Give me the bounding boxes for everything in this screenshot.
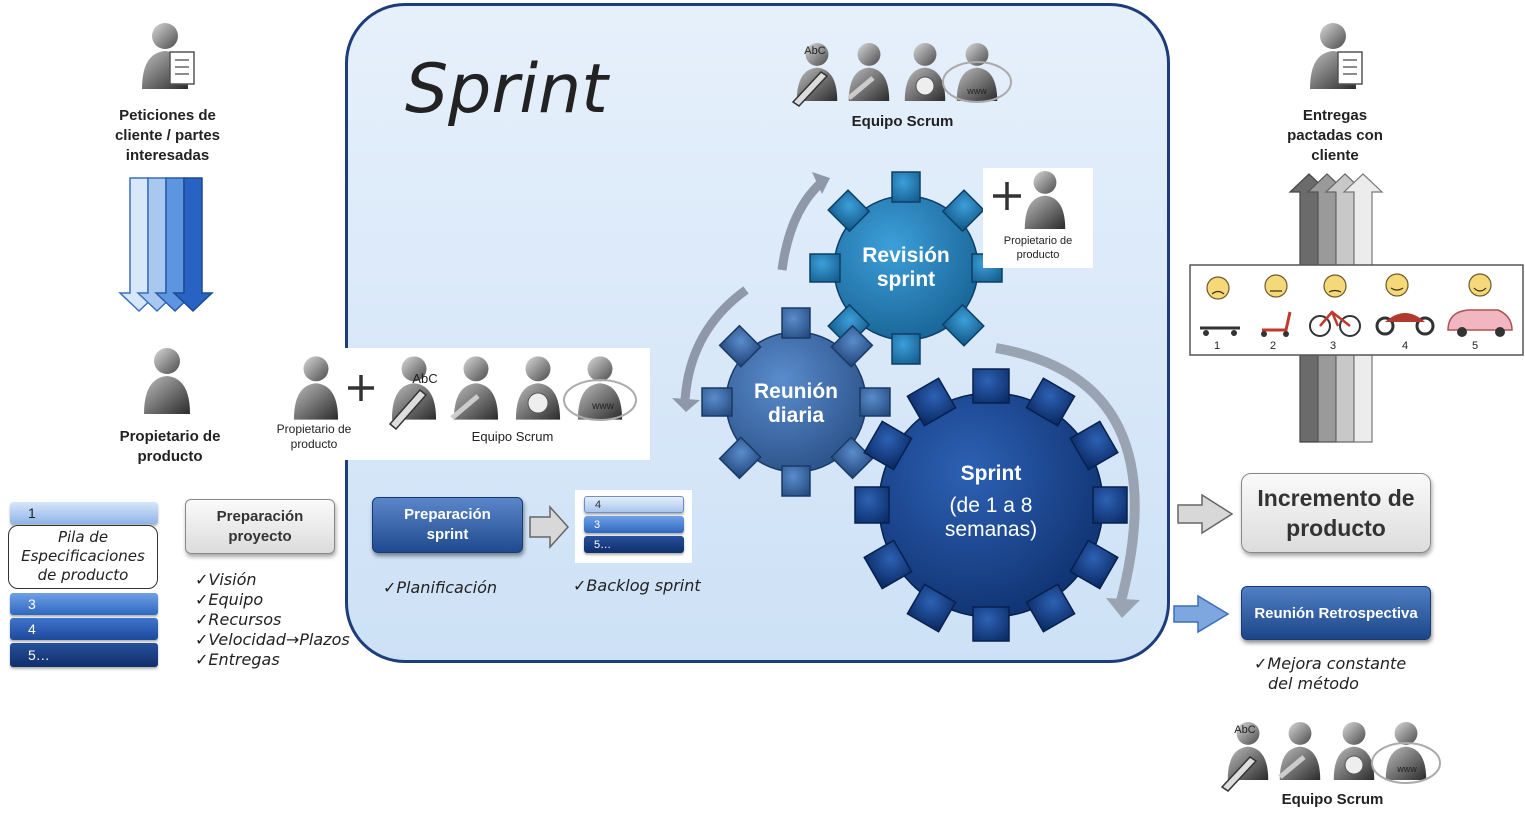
sprint-backlog-item-5: 5…: [584, 536, 684, 553]
owner-mid-icon: [293, 356, 339, 420]
check-icon: [527, 392, 549, 414]
face-features-icon: [1211, 287, 1487, 295]
retrospective-box: Reunión Retrospectiva: [1241, 586, 1431, 640]
project-checklist: ✓Visión ✓Equipo ✓Recursos ✓Velocidad→Pla…: [195, 570, 350, 669]
arrow-to-retrospective-icon: [1173, 594, 1230, 634]
check-mark-icon: ✓: [195, 630, 209, 649]
curved-arrow-left-icon: [680, 286, 749, 401]
backlog-item-4: 4: [10, 618, 158, 640]
curved-arrow-top-icon: [777, 178, 826, 271]
backlog-item-5: 5…: [10, 643, 158, 667]
requests-down-arrows-icon: [118, 177, 214, 313]
check-mark-icon: ✓: [195, 650, 209, 669]
team-top-label: Equipo Scrum: [851, 113, 954, 130]
backlog-item-1: 1: [10, 502, 158, 524]
evolution-label-2: 2: [1270, 340, 1277, 352]
check-mark-icon: ✓: [195, 610, 209, 629]
check-mark-icon: ✓: [383, 578, 397, 597]
review-owner-icons: [993, 170, 1066, 230]
planning-check: ✓Planificación: [383, 578, 497, 597]
pencil-icon: [388, 388, 428, 431]
www-label-bottom: www: [1397, 764, 1417, 774]
sprint-backlog-item-3: 3: [584, 516, 684, 533]
vehicles-icon: [1200, 309, 1513, 337]
check-mark-icon: ✓: [195, 590, 209, 609]
check-mark-icon: ✓: [1254, 654, 1268, 673]
www-label-mid: www: [592, 401, 614, 412]
team-top-icons: [791, 42, 1012, 107]
arrow-to-increment-icon: [1177, 493, 1234, 535]
retrospective-check: ✓Mejora constante del método: [1254, 654, 1407, 693]
evolution-label-3: 3: [1330, 340, 1337, 352]
team-mid-icons: [293, 356, 637, 431]
client-person-icon: [142, 23, 195, 89]
wrench-icon: [450, 394, 480, 420]
web-orbit-icon: [563, 379, 637, 421]
sprint-title: Sprint: [405, 50, 608, 129]
plus-icon: [348, 375, 374, 401]
sprint-backlog-check: ✓Backlog sprint: [573, 576, 701, 595]
www-label-top: www: [967, 86, 987, 96]
product-backlog-label: Pila de Especificaciones de producto: [8, 525, 158, 589]
check-mark-icon: ✓: [195, 570, 209, 589]
curved-arrow-right-icon: [995, 343, 1140, 607]
evolution-label-5: 5: [1472, 340, 1479, 352]
evolution-label-4: 4: [1402, 340, 1409, 352]
arrow-right-icon: →: [285, 630, 300, 649]
team-writer-icon: [391, 356, 437, 420]
team-mid-label: Equipo Scrum: [471, 429, 554, 444]
product-owner-icon: [144, 348, 190, 414]
abc-label-mid: AbC: [412, 371, 438, 386]
team-bottom-label: Equipo Scrum: [1281, 791, 1384, 808]
backlog-item-3: 3: [10, 593, 158, 615]
gear-sprint-label: Sprint (de 1 a 8 semanas): [944, 462, 1038, 541]
gear-sprint-icon: [804, 318, 1178, 692]
check-mark-icon: ✓: [573, 576, 587, 595]
team-bottom-icons: [1220, 721, 1441, 792]
evolution-number-row: 1 2 3 4 5: [1190, 339, 1523, 353]
abc-label-bottom: AbC: [1234, 724, 1256, 736]
abc-label-top: AbC: [804, 45, 826, 57]
gear-revision-icon: [769, 131, 1043, 405]
client-deliveries-person-icon: [1310, 23, 1363, 89]
evolution-label-1: 1: [1214, 340, 1221, 352]
sprint-backlog-item-4: 4: [584, 496, 684, 513]
arrow-to-backlog-icon: [529, 505, 570, 549]
gear-daily-icon: [662, 268, 930, 536]
